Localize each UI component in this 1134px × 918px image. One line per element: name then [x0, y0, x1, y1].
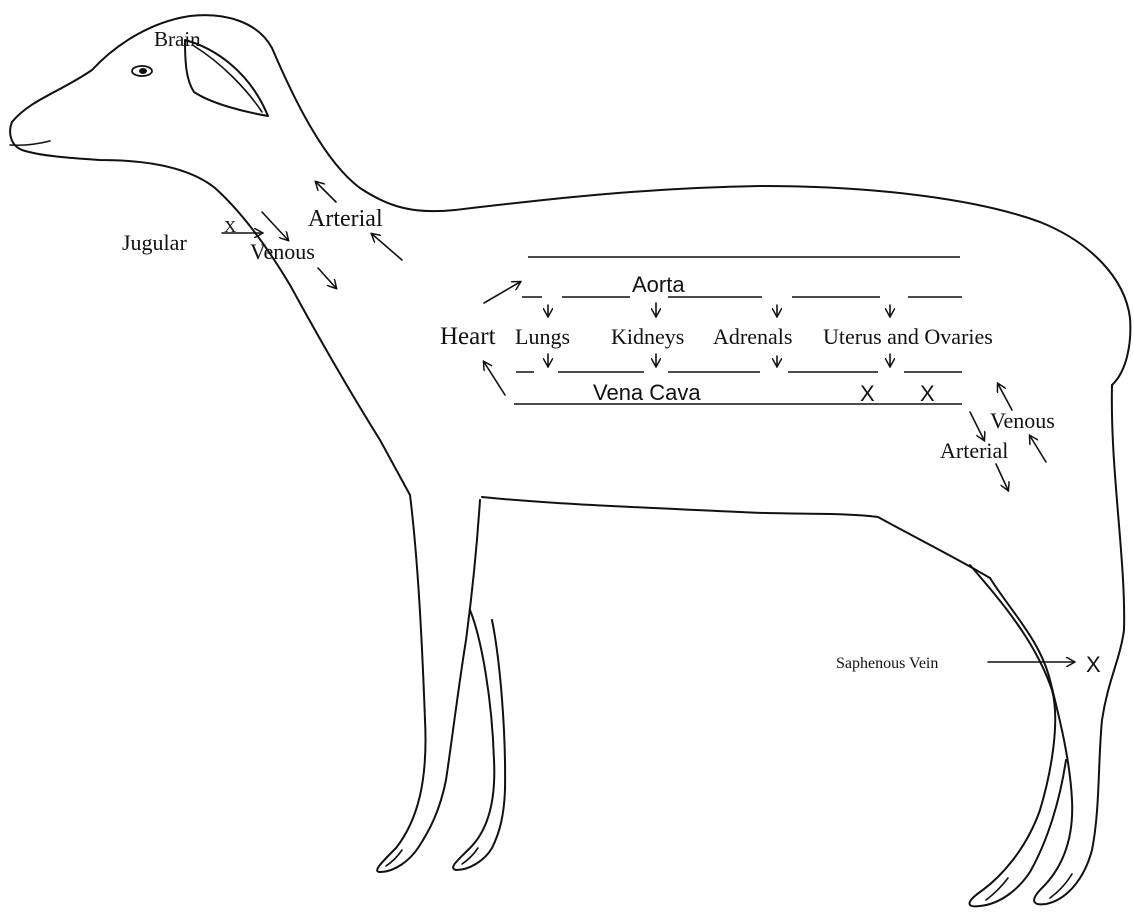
- goat-mouth: [10, 141, 50, 145]
- goat-ear-inner: [194, 46, 262, 112]
- label-arterial-hind: Arterial: [940, 438, 1008, 463]
- arrow-arterial-neck-bottom: [372, 234, 402, 260]
- goat-belly: [482, 497, 990, 578]
- arrow-venous-hind-bottom: [1030, 436, 1046, 462]
- label-arterial-neck: Arterial: [308, 206, 383, 232]
- label-heart: Heart: [440, 323, 496, 350]
- label-jugular: Jugular: [122, 230, 187, 255]
- label-adrenals: Adrenals: [713, 324, 792, 349]
- arrow-venous-hind-top: [998, 384, 1012, 410]
- label-uterus-ovaries: Uterus and Ovaries: [823, 324, 993, 349]
- goat-front-line: [10, 122, 410, 495]
- goat-front-leg: [377, 495, 480, 872]
- label-saphenous-vein: Saphenous Vein: [836, 655, 938, 672]
- label-venous-hind: Venous: [990, 408, 1055, 433]
- label-vena-cava-x1: X: [860, 381, 875, 406]
- arrow-arterial-hind-top: [970, 412, 984, 440]
- arrow-arterial-neck-top: [316, 182, 336, 202]
- label-venous-neck: Venous: [250, 239, 315, 264]
- label-vena-cava-x2: X: [920, 381, 935, 406]
- flow-arrows: [222, 182, 1074, 662]
- label-brain: Brain: [154, 27, 201, 51]
- arrow-arterial-hind-bottom: [996, 464, 1008, 490]
- arrow-heart-to-aorta: [484, 282, 520, 303]
- goat-hind-leg: [990, 385, 1124, 904]
- arrow-venous-neck-bottom: [318, 268, 336, 288]
- label-vena-cava: Vena Cava: [593, 380, 701, 405]
- arrow-venous-neck-top: [262, 212, 288, 240]
- goat-ear: [185, 40, 268, 116]
- goat-front-leg-far: [453, 610, 505, 870]
- arrow-vena-cava-to-heart: [484, 362, 505, 395]
- label-aorta: Aorta: [632, 272, 685, 297]
- label-saphenous-x: X: [1086, 652, 1101, 677]
- label-lungs: Lungs: [515, 324, 570, 349]
- label-kidneys: Kidneys: [611, 324, 684, 349]
